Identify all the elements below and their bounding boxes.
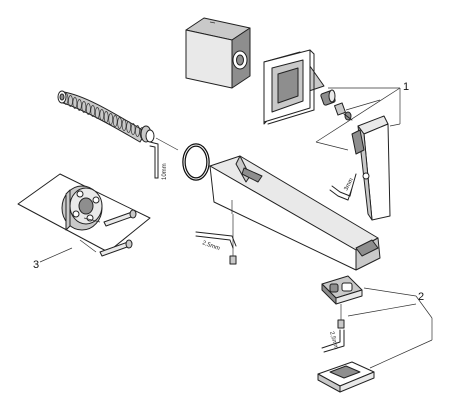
wall-bracket xyxy=(17,173,151,253)
spout-body xyxy=(209,155,381,271)
callout-2: 2 xyxy=(418,291,424,303)
hose-rib xyxy=(130,123,136,135)
hex-key-2-5mm-spout-label: 2,5mm xyxy=(201,240,220,252)
lever-handle xyxy=(351,115,391,221)
hose-rib xyxy=(94,107,100,119)
hose-rib xyxy=(99,109,105,121)
cartridge-parts xyxy=(320,89,353,121)
hex-key-2-5mm-outlet xyxy=(321,329,345,353)
hex-key-2-5mm-outlet-label: 2,5mm xyxy=(328,331,339,350)
hose-rib xyxy=(81,101,87,113)
hose-rib xyxy=(86,103,91,115)
hex-key-10mm-label: 10mm xyxy=(162,163,168,180)
callout-1-leaders xyxy=(315,87,401,151)
callout-3: 3 xyxy=(33,259,39,271)
callout-3-leaders xyxy=(39,247,73,263)
hose-rib xyxy=(112,115,118,127)
hose-rib xyxy=(77,99,82,111)
callout-2-leaders xyxy=(347,287,433,369)
hose-rib xyxy=(68,95,73,107)
hex-key-3mm-label: 3mm xyxy=(343,177,355,192)
o-ring xyxy=(182,143,210,181)
hose-rib xyxy=(135,125,140,137)
callout-1: 1 xyxy=(403,81,409,93)
hose-rib xyxy=(72,97,78,109)
hex-key-10mm xyxy=(149,141,159,179)
outlet-insert xyxy=(321,275,363,305)
grub-screw-spout xyxy=(229,214,237,265)
flexible-hose xyxy=(57,90,155,143)
outlet-cover xyxy=(317,361,375,393)
hose-rib xyxy=(90,105,96,117)
hex-key-2-5mm-spout xyxy=(195,231,237,249)
hose-rib xyxy=(126,121,131,133)
cover-plate xyxy=(263,49,325,125)
grub-screw-outlet xyxy=(337,304,345,329)
mounting-box xyxy=(185,17,251,89)
hose-rib xyxy=(103,111,109,123)
fixing-screws xyxy=(79,209,137,257)
hose-rib xyxy=(117,117,122,129)
hex-key-3mm xyxy=(329,173,357,201)
hose-rib xyxy=(121,119,127,131)
assembly-axis-hose xyxy=(155,137,179,151)
hose-rib xyxy=(108,113,114,125)
